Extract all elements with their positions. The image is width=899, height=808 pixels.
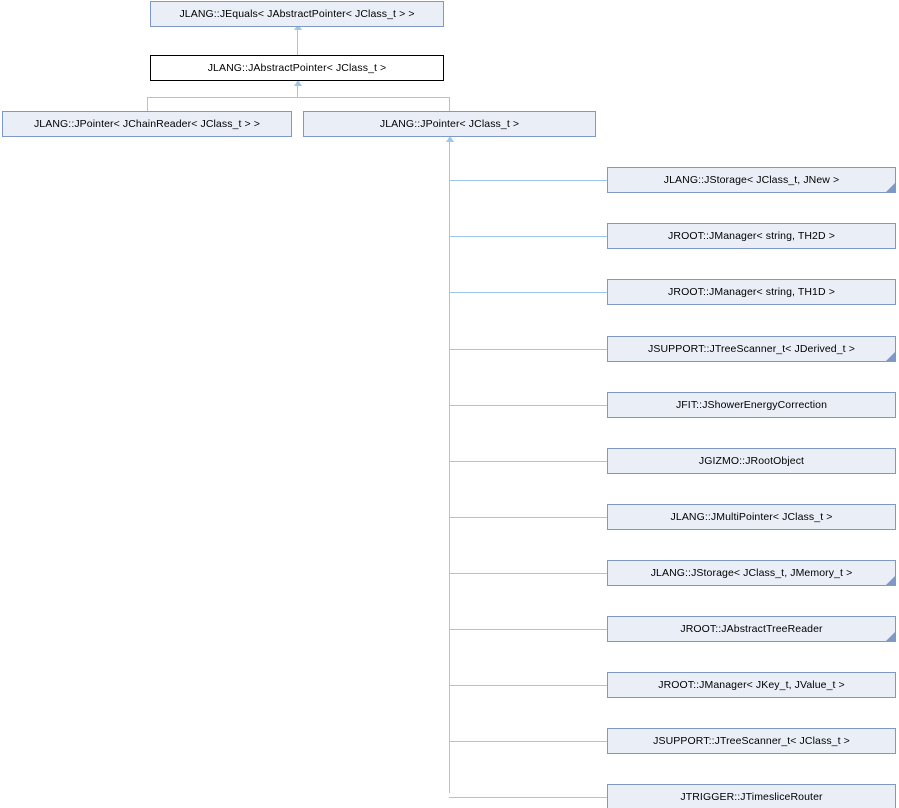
node-label: JROOT::JAbstractTreeReader — [680, 622, 823, 635]
edge-derived-connector-2 — [449, 236, 607, 237]
edge-derived-connector-7 — [449, 517, 607, 518]
edge-abstractpointer-stem — [297, 86, 298, 97]
arrowhead-equals — [294, 24, 302, 30]
node-label: JLANG::JStorage< JClass_t, JNew > — [663, 173, 840, 186]
node-jroot-jmanager-string-th2d[interactable]: JROOT::JManager< string, TH2D > — [607, 223, 896, 249]
node-label: JLANG::JMultiPointer< JClass_t > — [670, 510, 833, 523]
edge-derived-connector-11 — [449, 741, 607, 742]
node-jlang-jmultipointer-jclass-t[interactable]: JLANG::JMultiPointer< JClass_t > — [607, 504, 896, 530]
node-label: JGIZMO::JRootObject — [698, 454, 805, 467]
node-label: JLANG::JStorage< JClass_t, JMemory_t > — [650, 566, 853, 579]
node-label: JLANG::JAbstractPointer< JClass_t > — [207, 61, 387, 74]
node-label: JROOT::JManager< string, TH1D > — [668, 285, 835, 298]
edge-derived-connector-10 — [449, 685, 607, 686]
node-jroot-jmanager-jkey-t-jvalue-t[interactable]: JROOT::JManager< JKey_t, JValue_t > — [607, 672, 896, 698]
edge-derived-trunk — [449, 142, 450, 793]
edge-derived-connector-1 — [449, 180, 607, 181]
edge-split-bus — [147, 97, 450, 98]
node-jpointer-jchainreader-jclass-t[interactable]: JLANG::JPointer< JChainReader< JClass_t … — [2, 111, 292, 137]
edge-derived-connector-8 — [449, 573, 607, 574]
node-jtrigger-jtimeslicerouter[interactable]: JTRIGGER::JTimesliceRouter — [607, 784, 896, 808]
edge-derived-connector-9 — [449, 629, 607, 630]
node-label: JROOT::JManager< string, TH2D > — [668, 229, 835, 242]
node-label: JROOT::JManager< JKey_t, JValue_t > — [658, 678, 845, 691]
node-label: JLANG::JPointer< JClass_t > — [379, 117, 520, 130]
node-jfit-jshowerenergycorrection[interactable]: JFIT::JShowerEnergyCorrection — [607, 392, 896, 418]
node-jsupport-jtreescanner-t-jderived-t[interactable]: JSUPPORT::JTreeScanner_t< JDerived_t > — [607, 336, 896, 362]
node-jabstractpointer-jclass-t[interactable]: JLANG::JAbstractPointer< JClass_t > — [150, 55, 444, 81]
node-label: JSUPPORT::JTreeScanner_t< JClass_t > — [653, 734, 850, 747]
node-jroot-jmanager-string-th1d[interactable]: JROOT::JManager< string, TH1D > — [607, 279, 896, 305]
node-label: JFIT::JShowerEnergyCorrection — [675, 398, 828, 411]
node-jlang-jstorage-jclass-t-jmemory-t[interactable]: JLANG::JStorage< JClass_t, JMemory_t > — [607, 560, 896, 586]
node-jroot-jabstracttreereader[interactable]: JROOT::JAbstractTreeReader — [607, 616, 896, 642]
edge-derived-connector-3 — [449, 292, 607, 293]
node-label: JTRIGGER::JTimesliceRouter — [680, 790, 823, 803]
node-jsupport-jtreescanner-t-jclass-t[interactable]: JSUPPORT::JTreeScanner_t< JClass_t > — [607, 728, 896, 754]
edge-derived-connector-5 — [449, 405, 607, 406]
edge-drop-right-child — [449, 97, 450, 111]
arrowhead-jpointer — [446, 136, 454, 142]
edge-derived-connector-6 — [449, 461, 607, 462]
node-label: JLANG::JEquals< JAbstractPointer< JClass… — [179, 7, 415, 20]
edge-equals-to-abstractpointer — [297, 30, 298, 55]
node-jequals-jabstractpointer[interactable]: JLANG::JEquals< JAbstractPointer< JClass… — [150, 1, 444, 27]
edge-drop-left-child — [147, 97, 148, 111]
node-label: JSUPPORT::JTreeScanner_t< JDerived_t > — [648, 342, 855, 355]
edge-derived-connector-4 — [449, 349, 607, 350]
node-jlang-jstorage-jclass-t-jnew[interactable]: JLANG::JStorage< JClass_t, JNew > — [607, 167, 896, 193]
arrowhead-abstractpointer — [294, 80, 302, 86]
node-jpointer-jclass-t[interactable]: JLANG::JPointer< JClass_t > — [303, 111, 596, 137]
node-label: JLANG::JPointer< JChainReader< JClass_t … — [33, 117, 261, 130]
node-jgizmo-jrootobject[interactable]: JGIZMO::JRootObject — [607, 448, 896, 474]
edge-derived-connector-12 — [449, 797, 607, 798]
